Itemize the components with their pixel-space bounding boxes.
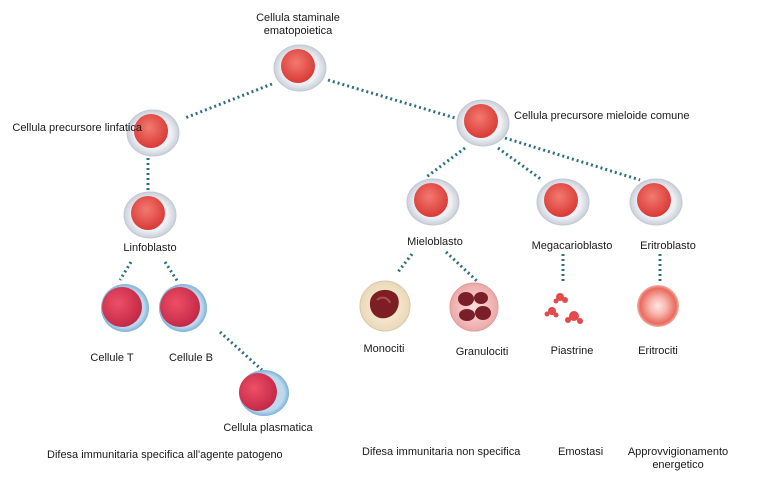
b-cell bbox=[159, 284, 207, 332]
label-granulocytes: Granulociti bbox=[455, 346, 509, 358]
monocyte-cell bbox=[359, 280, 411, 332]
label-plasma-cell: Cellula plasmatica bbox=[223, 422, 313, 434]
lymphoblast-cell bbox=[123, 191, 177, 239]
label-erythrocytes: Eritrociti bbox=[638, 345, 678, 357]
label-stem-cell: Cellula staminale ematopoietica bbox=[256, 12, 340, 37]
granulocyte-cell bbox=[449, 282, 499, 332]
connectors bbox=[118, 78, 662, 372]
label-myeloblast: Mieloblasto bbox=[407, 236, 463, 248]
label-b-cells: Cellule B bbox=[168, 352, 214, 364]
megakaryoblast-cell bbox=[536, 178, 590, 226]
stem-cell bbox=[273, 44, 327, 92]
myeloblast-cell bbox=[406, 178, 460, 226]
lymphoid-precursor-cell bbox=[126, 109, 180, 157]
function-specific-immunity: Difesa immunitaria specifica all'agente … bbox=[47, 449, 283, 461]
label-t-cells: Cellule T bbox=[90, 352, 134, 364]
erythrocyte-cell bbox=[637, 285, 679, 327]
function-energy-supply: Approvvigionamento energetico bbox=[627, 446, 729, 471]
label-megakaryoblast: Megacarioblasto bbox=[531, 240, 613, 252]
erythroblast-cell bbox=[629, 178, 683, 226]
function-hemostasis: Emostasi bbox=[558, 446, 604, 458]
label-myeloid-precursor: Cellula precursore mieloide comune bbox=[514, 110, 690, 122]
label-erythroblast: Eritroblasto bbox=[640, 240, 696, 252]
t-cell bbox=[101, 284, 149, 332]
label-lymphoblast: Linfoblasto bbox=[123, 242, 177, 254]
platelets bbox=[544, 293, 583, 324]
label-lymphoid-precursor: Cellula precursore linfatica bbox=[12, 122, 142, 134]
myeloid-precursor-cell bbox=[456, 99, 510, 147]
function-nonspecific-immunity: Difesa immunitaria non specifica bbox=[362, 446, 521, 458]
plasma-cell bbox=[239, 370, 289, 416]
label-monocytes: Monociti bbox=[363, 343, 405, 355]
label-platelets: Piastrine bbox=[550, 345, 594, 357]
